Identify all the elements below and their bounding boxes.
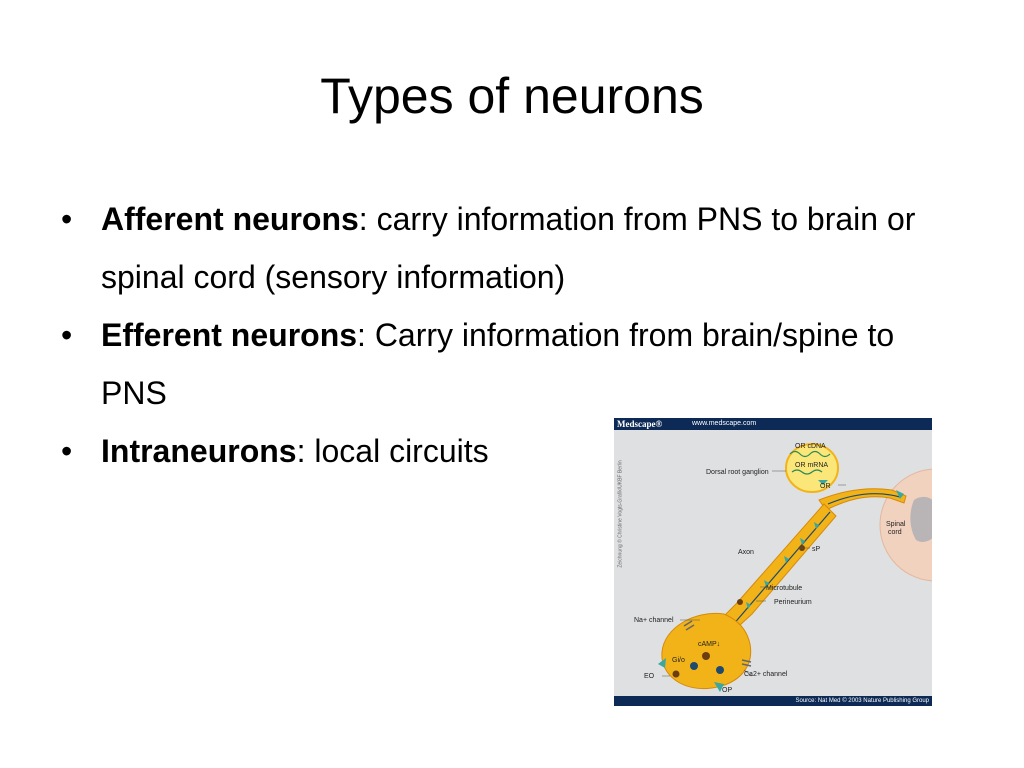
label-sp: sP: [812, 546, 821, 553]
label-microtubule: Microtubule: [766, 585, 802, 592]
figure-source: Source: Nat Med © 2003 Nature Publishing…: [795, 698, 930, 704]
label-eo: EO: [644, 673, 655, 680]
bullet-afferent: • Afferent neurons: carry information fro…: [60, 190, 960, 306]
mrna-strand: [791, 469, 823, 475]
label-or-mrna: OR mRNA: [795, 462, 828, 469]
bullet-dot-icon: •: [61, 317, 73, 353]
bullet-text: : carry information from PNS to brain or…: [101, 201, 916, 295]
neuron-diagram: OR cDNA OR mRNA Dorsal root ganglion OR …: [634, 443, 932, 694]
axon-vesicle: [737, 599, 743, 605]
figure-side-credit: Zeichnung © Christine Vogts-Grafik/UKBF …: [617, 460, 624, 568]
slide-title: Types of neurons: [320, 68, 704, 124]
terminal-vesicle: [672, 670, 680, 678]
bullet-term: Afferent neurons: [101, 201, 359, 237]
terminal-receptor: [896, 490, 904, 499]
peripheral-axon: [713, 503, 837, 637]
central-microtubule: [827, 493, 901, 505]
medscape-logo: Medscape®: [617, 419, 663, 429]
figure-header: Medscape® www.medscape.com: [614, 418, 932, 430]
label-ca-channel: Ca2+ channel: [744, 671, 788, 678]
bullet-text: : Carry information from brain/spine to …: [101, 317, 895, 411]
label-op: OP: [722, 687, 732, 694]
bullet-efferent: • Efferent neurons: Carry information fro…: [60, 306, 960, 422]
label-perineurium: Perineurium: [774, 599, 812, 606]
na-channel-shape: [683, 620, 695, 631]
cdna-helix: [789, 450, 831, 458]
terminal-vesicle: [702, 652, 710, 660]
label-or: OR: [820, 483, 831, 490]
bullet-dot-icon: •: [61, 201, 73, 237]
figure-footer: Source: Nat Med © 2003 Nature Publishing…: [614, 696, 932, 706]
ca-channel-shape: [741, 659, 752, 667]
label-or-cdna: OR cDNA: [795, 443, 826, 450]
spinal-grey-matter: [910, 496, 932, 542]
label-gio: Gi/o: [672, 657, 685, 664]
bullet-list: • Afferent neurons: carry information fro…: [60, 190, 960, 480]
bullet-dot-icon: •: [61, 433, 73, 469]
gio-protein: [690, 662, 698, 670]
label-spinal: Spinal: [886, 521, 906, 528]
leader-lines: [662, 470, 846, 677]
axon-microtubule: [731, 511, 831, 627]
label-dorsal-root-ganglion: Dorsal root ganglion: [706, 469, 769, 476]
bullet-text: : local circuits: [296, 433, 489, 469]
figure-url: www.medscape.com: [692, 420, 757, 427]
label-na-channel: Na+ channel: [634, 617, 674, 624]
bullet-term: Efferent neurons: [101, 317, 358, 353]
or-receptor: [818, 480, 828, 485]
label-cord: cord: [888, 529, 902, 536]
neuron-figure: Medscape® www.medscape.com OR: [614, 418, 932, 706]
label-axon: Axon: [738, 549, 754, 556]
nerve-terminal: [661, 612, 752, 690]
g-protein: [716, 666, 724, 674]
eo-receptor: [658, 658, 666, 668]
label-camp: cAMP↓: [698, 641, 720, 648]
op-receptor: [714, 682, 724, 692]
bullet-term: Intraneurons: [101, 433, 297, 469]
bullet-intraneurons: • Intraneurons: local circuits: [60, 422, 960, 480]
